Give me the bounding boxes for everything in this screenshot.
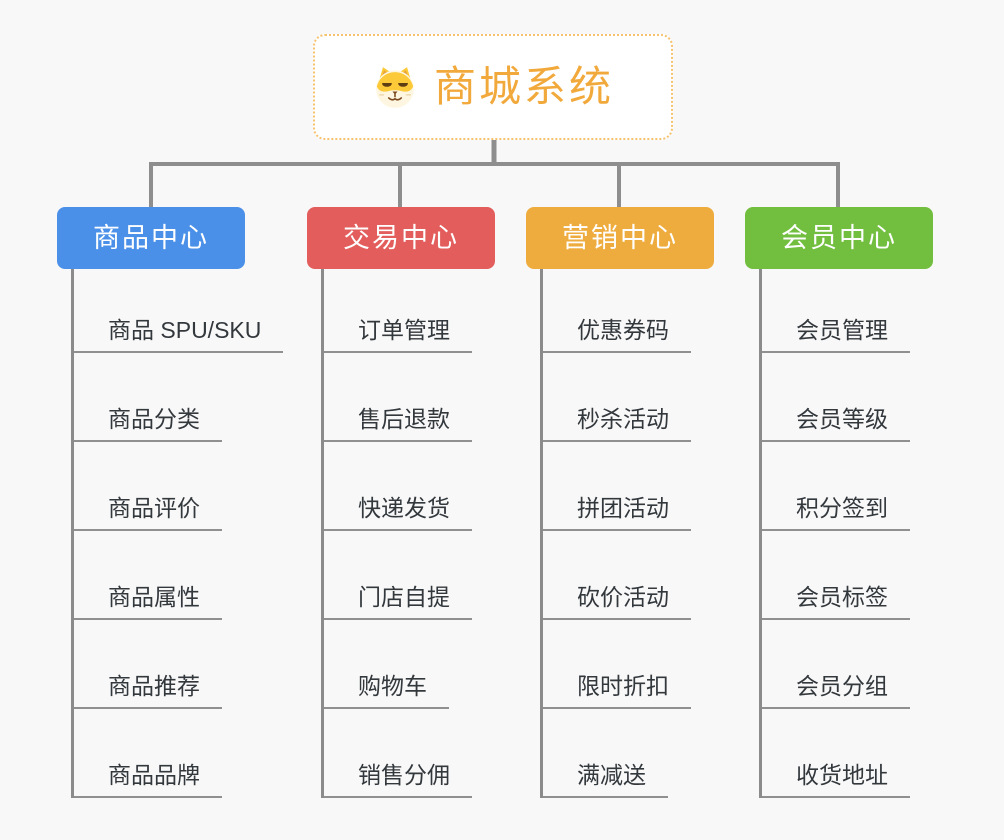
child-node[interactable]: 会员管理 — [762, 317, 910, 353]
branch-node-trade-center[interactable]: 交易中心 — [307, 207, 495, 269]
branch-node-product-center[interactable]: 商品中心 — [57, 207, 245, 269]
child-row: 商品属性 — [74, 531, 245, 620]
child-row: 秒杀活动 — [543, 353, 714, 442]
branch-column: 营销中心 优惠券码 秒杀活动 拼团活动 砍价活动 限时折扣 满减送 — [526, 207, 714, 798]
child-row: 积分签到 — [762, 442, 933, 531]
child-node[interactable]: 拼团活动 — [543, 495, 691, 531]
branch-node-member-center[interactable]: 会员中心 — [745, 207, 933, 269]
child-node[interactable]: 商品属性 — [74, 584, 222, 620]
child-row: 门店自提 — [324, 531, 495, 620]
child-node[interactable]: 销售分佣 — [324, 762, 472, 798]
child-node[interactable]: 砍价活动 — [543, 584, 691, 620]
child-row: 满减送 — [543, 709, 714, 798]
shiba-dog-icon — [372, 64, 418, 110]
branch-children: 订单管理 售后退款 快递发货 门店自提 购物车 销售分佣 — [321, 269, 495, 798]
child-row: 商品推荐 — [74, 620, 245, 709]
child-row: 会员管理 — [762, 269, 933, 353]
root-node[interactable]: 商城系统 — [313, 34, 673, 140]
child-row: 订单管理 — [324, 269, 495, 353]
branch-children: 会员管理 会员等级 积分签到 会员标签 会员分组 收货地址 — [759, 269, 933, 798]
branch-node-marketing-center[interactable]: 营销中心 — [526, 207, 714, 269]
child-node[interactable]: 会员等级 — [762, 406, 910, 442]
child-node[interactable]: 优惠券码 — [543, 317, 691, 353]
child-row: 会员标签 — [762, 531, 933, 620]
branch-column: 会员中心 会员管理 会员等级 积分签到 会员标签 会员分组 收货地址 — [745, 207, 933, 798]
child-node[interactable]: 购物车 — [324, 673, 449, 709]
child-node[interactable]: 商品分类 — [74, 406, 222, 442]
child-row: 商品分类 — [74, 353, 245, 442]
branch-label: 会员中心 — [781, 222, 897, 253]
child-node[interactable]: 商品 SPU/SKU — [74, 317, 284, 353]
child-node[interactable]: 限时折扣 — [543, 673, 691, 709]
child-row: 优惠券码 — [543, 269, 714, 353]
child-row: 商品品牌 — [74, 709, 245, 798]
child-node[interactable]: 商品推荐 — [74, 673, 222, 709]
child-node[interactable]: 商品评价 — [74, 495, 222, 531]
child-row: 会员等级 — [762, 353, 933, 442]
child-row: 收货地址 — [762, 709, 933, 798]
child-node[interactable]: 积分签到 — [762, 495, 910, 531]
child-node[interactable]: 售后退款 — [324, 406, 472, 442]
child-node[interactable]: 会员分组 — [762, 673, 910, 709]
child-row: 会员分组 — [762, 620, 933, 709]
branch-column: 交易中心 订单管理 售后退款 快递发货 门店自提 购物车 销售分佣 — [307, 207, 495, 798]
branch-column: 商品中心 商品 SPU/SKU 商品分类 商品评价 商品属性 商品推荐 商品品牌 — [57, 207, 284, 798]
child-node[interactable]: 秒杀活动 — [543, 406, 691, 442]
child-row: 商品评价 — [74, 442, 245, 531]
child-node[interactable]: 满减送 — [543, 762, 668, 798]
child-node[interactable]: 快递发货 — [324, 495, 472, 531]
child-node[interactable]: 订单管理 — [324, 317, 472, 353]
child-row: 拼团活动 — [543, 442, 714, 531]
branch-children: 商品 SPU/SKU 商品分类 商品评价 商品属性 商品推荐 商品品牌 — [71, 269, 284, 798]
branch-label: 交易中心 — [343, 222, 459, 253]
child-node[interactable]: 商品品牌 — [74, 762, 222, 798]
child-row: 砍价活动 — [543, 531, 714, 620]
branch-label: 商品中心 — [93, 222, 209, 253]
child-node[interactable]: 收货地址 — [762, 762, 910, 798]
branch-children: 优惠券码 秒杀活动 拼团活动 砍价活动 限时折扣 满减送 — [540, 269, 714, 798]
child-row: 限时折扣 — [543, 620, 714, 709]
child-node[interactable]: 门店自提 — [324, 584, 472, 620]
child-row: 商品 SPU/SKU — [74, 269, 284, 353]
branch-label: 营销中心 — [562, 222, 678, 253]
child-row: 销售分佣 — [324, 709, 495, 798]
child-row: 快递发货 — [324, 442, 495, 531]
child-row: 购物车 — [324, 620, 495, 709]
child-node[interactable]: 会员标签 — [762, 584, 910, 620]
root-title: 商城系统 — [433, 63, 614, 110]
child-row: 售后退款 — [324, 353, 495, 442]
